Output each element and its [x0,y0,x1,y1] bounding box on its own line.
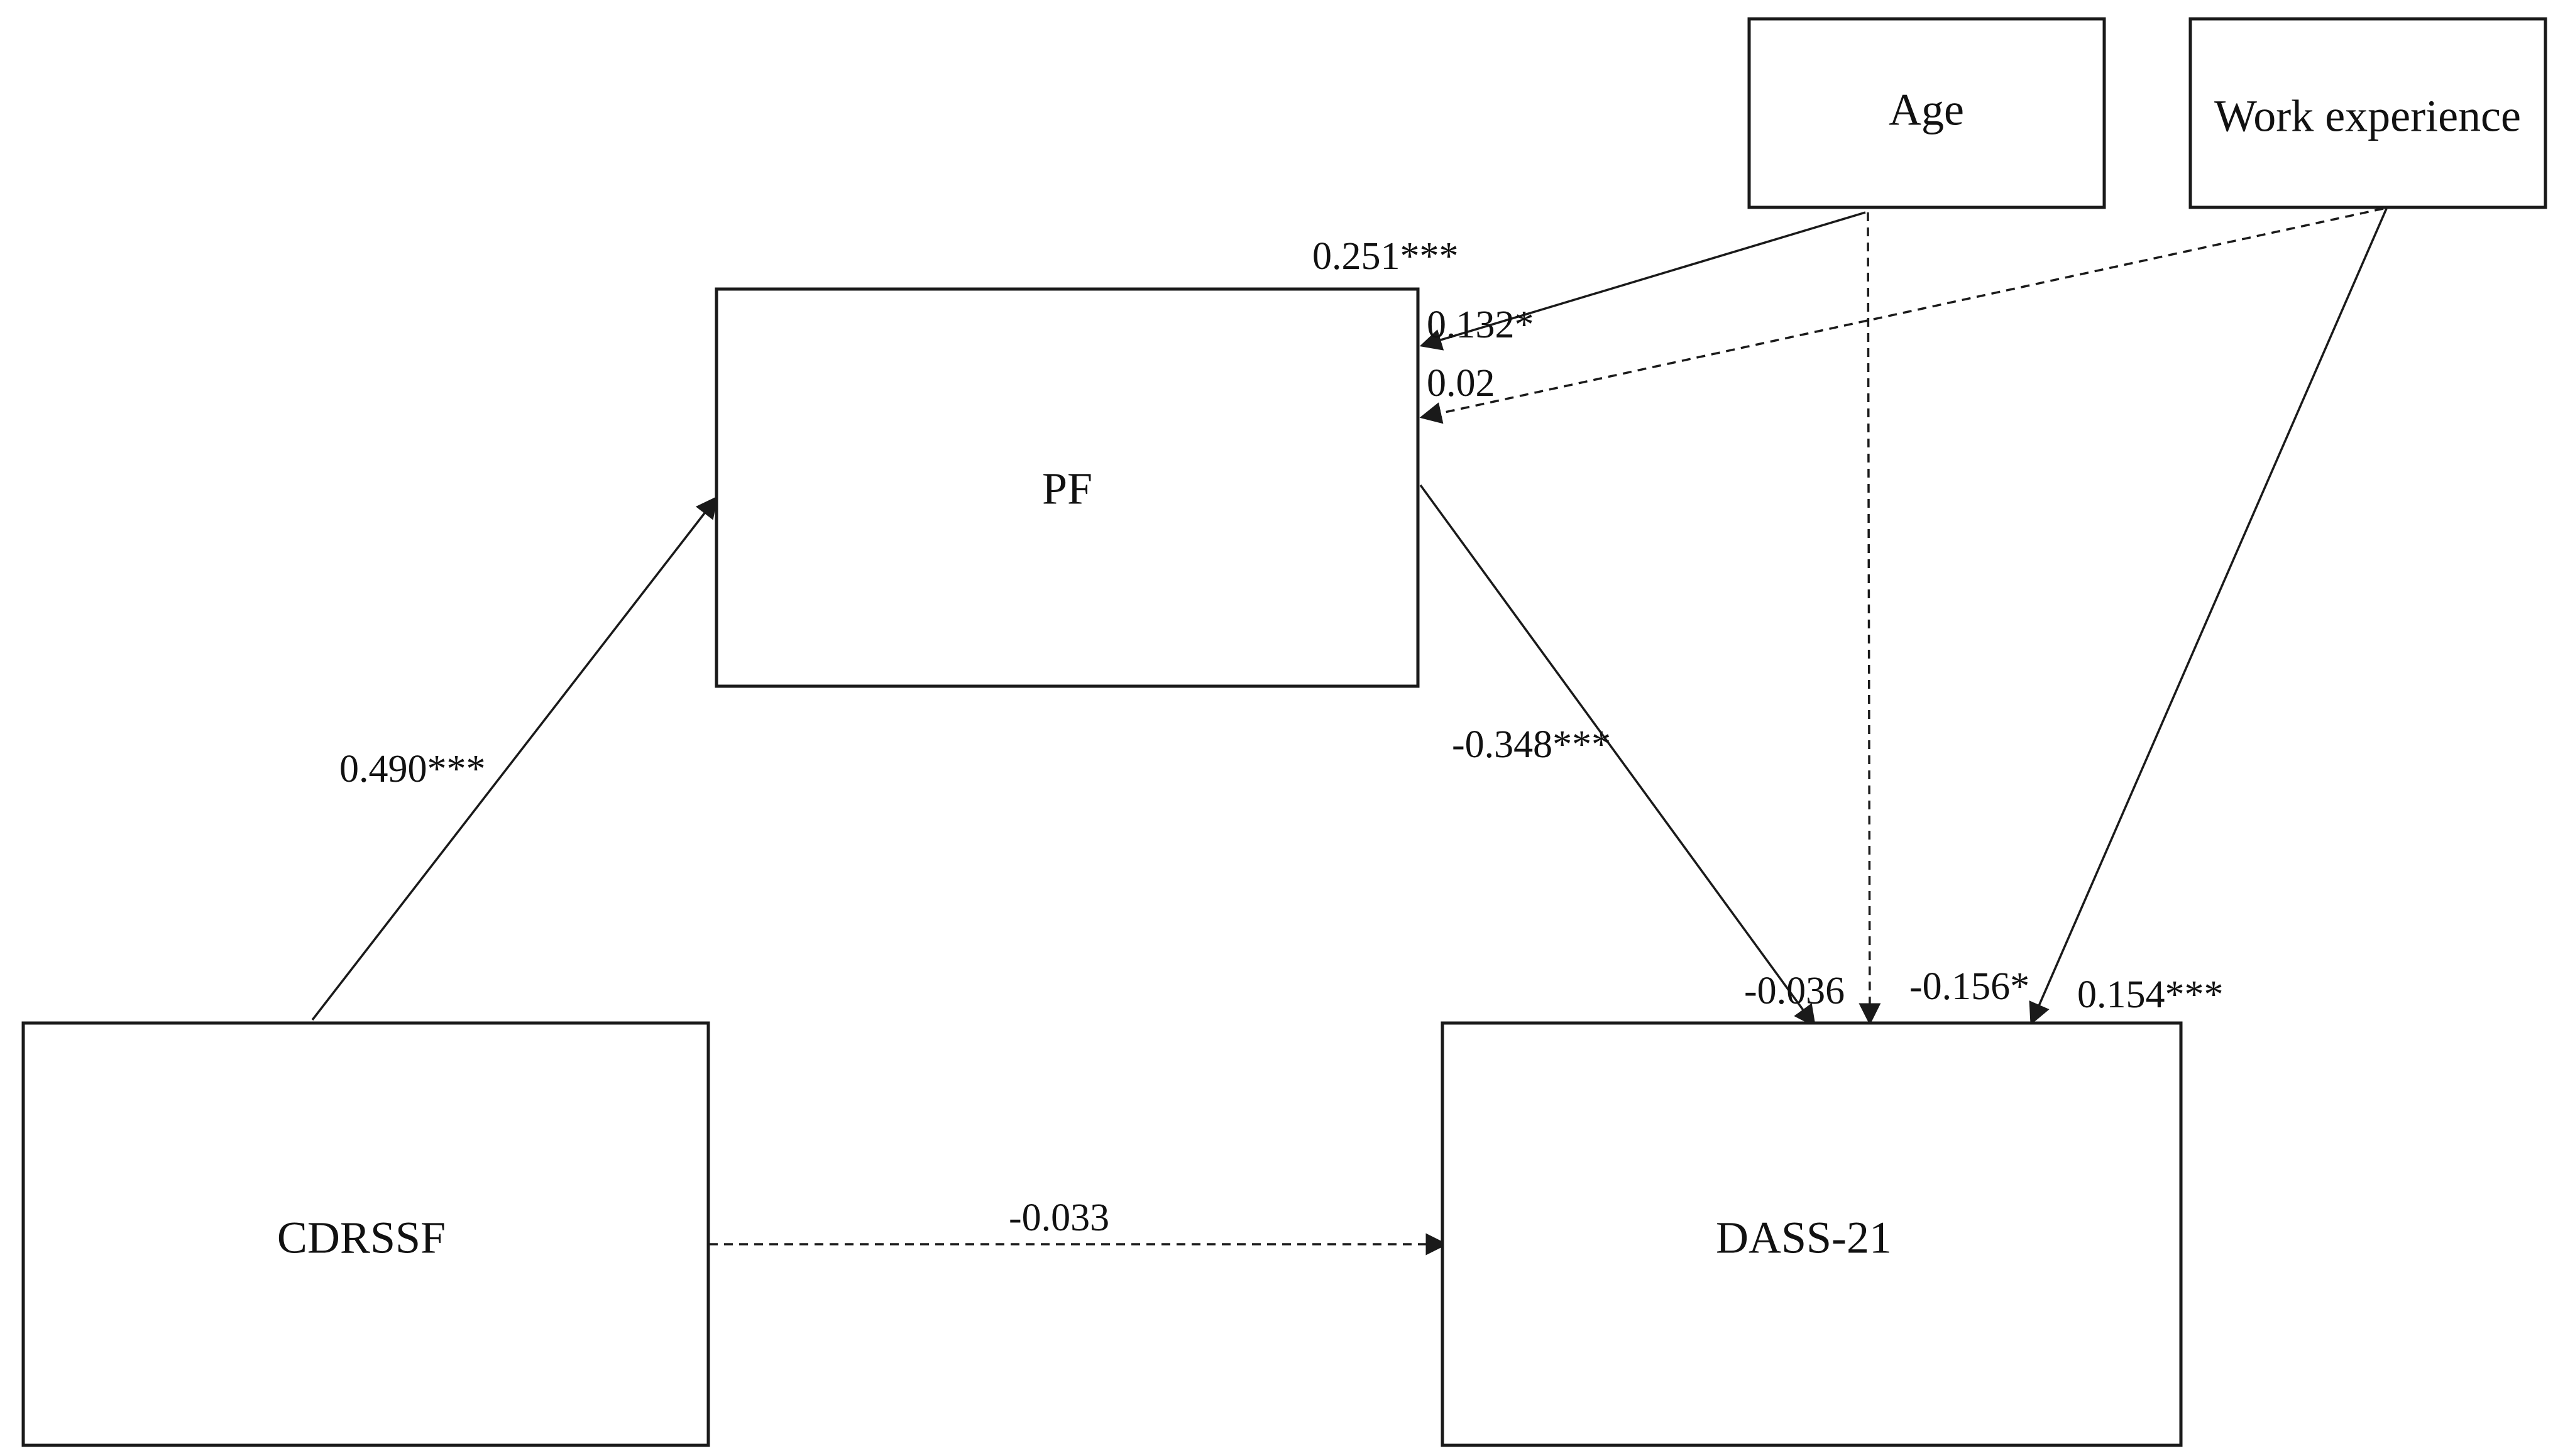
label-age-pf-a: 0.251*** [1312,235,1459,278]
node-pf-label: PF [1042,464,1092,514]
node-dass21-label: DASS-21 [1716,1213,1892,1263]
label-work-dass21: 0.154*** [2077,973,2224,1016]
label-age-pf-b: 0.132* [1427,304,1534,346]
label-work-pf: 0.02 [1427,362,1495,405]
label-cdrssf-pf: 0.490*** [339,748,486,791]
edge-work-to-dass21 [2029,208,2388,1026]
edge-age-to-dass21 [1858,212,1881,1026]
node-work-experience-label: Work experience [2214,91,2521,141]
node-age-label: Age [1889,85,1964,135]
node-pf: PF [715,287,1420,688]
node-work-experience: Work experience [2188,17,2547,209]
node-cdrssf: CDRSSF [21,1021,710,1447]
node-cdrssf-label: CDRSSF [277,1213,446,1263]
node-dass21: DASS-21 [1441,1021,2183,1447]
node-age: Age [1747,17,2106,209]
edge-cdrssf-to-pf [311,496,718,1021]
edge-pf-to-dass21 [1419,484,1816,1027]
label-pf-dass21: -0.348*** [1452,723,1611,766]
label-cdrssf-dass21: -0.033 [1009,1196,1109,1239]
edge-age-to-pf [1419,211,1866,351]
label-pf-dass21-b: -0.036 [1744,970,1845,1012]
label-age-dass21: -0.156* [1909,965,2029,1008]
edge-work-to-pf [1419,207,2384,424]
